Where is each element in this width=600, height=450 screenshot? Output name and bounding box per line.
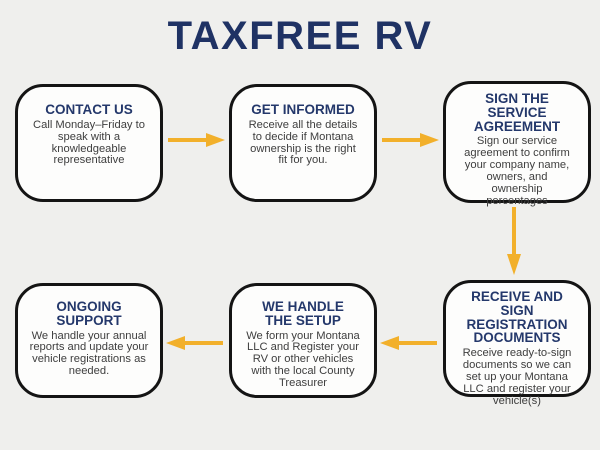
step-heading: GET INFORMED <box>251 102 355 117</box>
step-heading: WE HANDLE THE SETUP <box>262 299 344 328</box>
arrow-step2-to-step3-icon <box>382 133 439 147</box>
step-body: We handle your annual reports and update… <box>29 329 149 378</box>
step-card-contact-us: CONTACT US Call Monday–Friday to speak w… <box>15 84 163 202</box>
step-heading: CONTACT US <box>45 102 133 117</box>
step-heading: RECEIVE AND SIGN REGISTRATION DOCUMENTS <box>466 289 568 346</box>
step-body: Call Monday–Friday to speak with a knowl… <box>33 118 145 167</box>
step-body: Sign our service agreement to confirm yo… <box>464 135 570 207</box>
step-heading: SIGN THE SERVICE AGREEMENT <box>473 91 561 134</box>
step-heading: ONGOING SUPPORT <box>56 299 122 328</box>
step-card-we-handle-the-setup: WE HANDLE THE SETUP We form your Montana… <box>229 283 377 398</box>
step-card-ongoing-support: ONGOING SUPPORT We handle your annual re… <box>15 283 163 398</box>
page-title: TAXFREE RV <box>167 14 433 58</box>
arrow-step4-to-step5-icon <box>380 336 437 350</box>
step-card-receive-sign-registration-documents: RECEIVE AND SIGN REGISTRATION DOCUMENTS … <box>443 280 591 407</box>
step-body: Receive ready-to-sign documents so we ca… <box>462 347 572 407</box>
arrow-step5-to-step6-icon <box>166 336 223 350</box>
arrow-step1-to-step2-icon <box>168 133 225 147</box>
step-body: Receive all the details to decide if Mon… <box>248 118 358 167</box>
step-body: We form your Montana LLC and Register yo… <box>246 329 360 390</box>
step-card-get-informed: GET INFORMED Receive all the details to … <box>229 84 377 202</box>
arrow-step3-to-step4-icon <box>507 207 521 275</box>
step-card-sign-service-agreement: SIGN THE SERVICE AGREEMENT Sign our serv… <box>443 81 591 207</box>
